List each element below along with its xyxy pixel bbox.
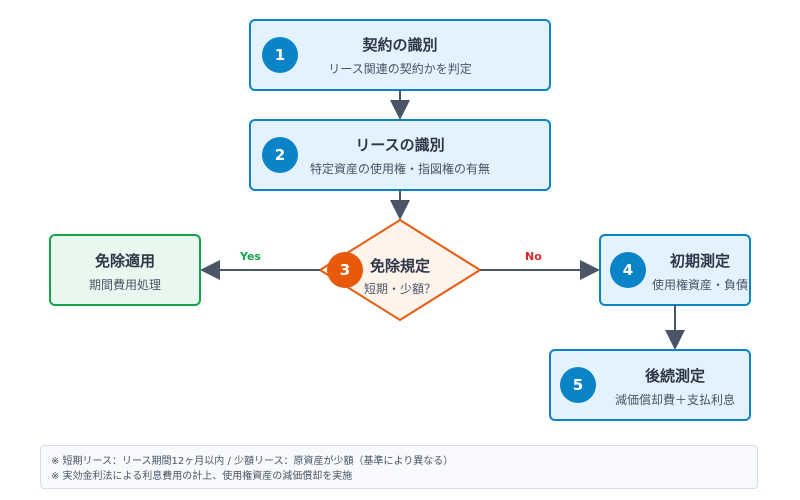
step-2-text: リースの識別 特定資産の使用権・指図権の有無 [250,134,550,177]
step-1-text: 契約の識別 リース関連の契約かを判定 [250,34,550,77]
step-3-badge: 3 [327,252,363,288]
step-4-sub: 使用権資産・負債 [651,278,748,292]
step-5-text: 後続測定 減価償却費＋支払利息 [601,365,749,408]
exempt-sub: 期間費用処理 [88,278,161,292]
step-1-title: 契約の識別 [362,36,438,54]
step-4-text: 初期測定 使用権資産・負債 [651,250,749,293]
note-2: ※ 実効金利法による利息費用の計上、使用権資産の減価償却を実施 [51,471,353,482]
step-4-badge: 4 [610,252,646,288]
step-3-sub: 短期・少額？ [363,282,436,296]
step-2-title: リースの識別 [355,136,445,154]
note-1: ※ 短期リース：リース期間12ヶ月以内 / 少額リース：原資産が少額（基準により… [51,456,454,467]
step-5-title: 後続測定 [644,367,705,385]
step-5-badge: 5 [560,367,596,403]
step-3-text: 免除規定 短期・少額？ [320,255,480,297]
notes-box: ※ 短期リース：リース期間12ヶ月以内 / 少額リース：原資産が少額（基準により… [40,445,758,489]
exempt-text: 免除適用 期間費用処理 [50,250,200,293]
step-2-badge: 2 [262,137,298,173]
step-4-title: 初期測定 [669,252,730,270]
box-step-5 [549,349,751,421]
yes-label: Yes [240,250,261,263]
step-1-sub: リース関連の契約かを判定 [328,62,472,76]
no-label: No [525,250,542,263]
step-2-sub: 特定資産の使用権・指図権の有無 [309,162,490,176]
step-1-badge: 1 [262,37,298,73]
exempt-title: 免除適用 [94,252,155,270]
step-3-title: 免除規定 [369,257,430,275]
step-5-sub: 減価償却費＋支払利息 [614,393,735,407]
